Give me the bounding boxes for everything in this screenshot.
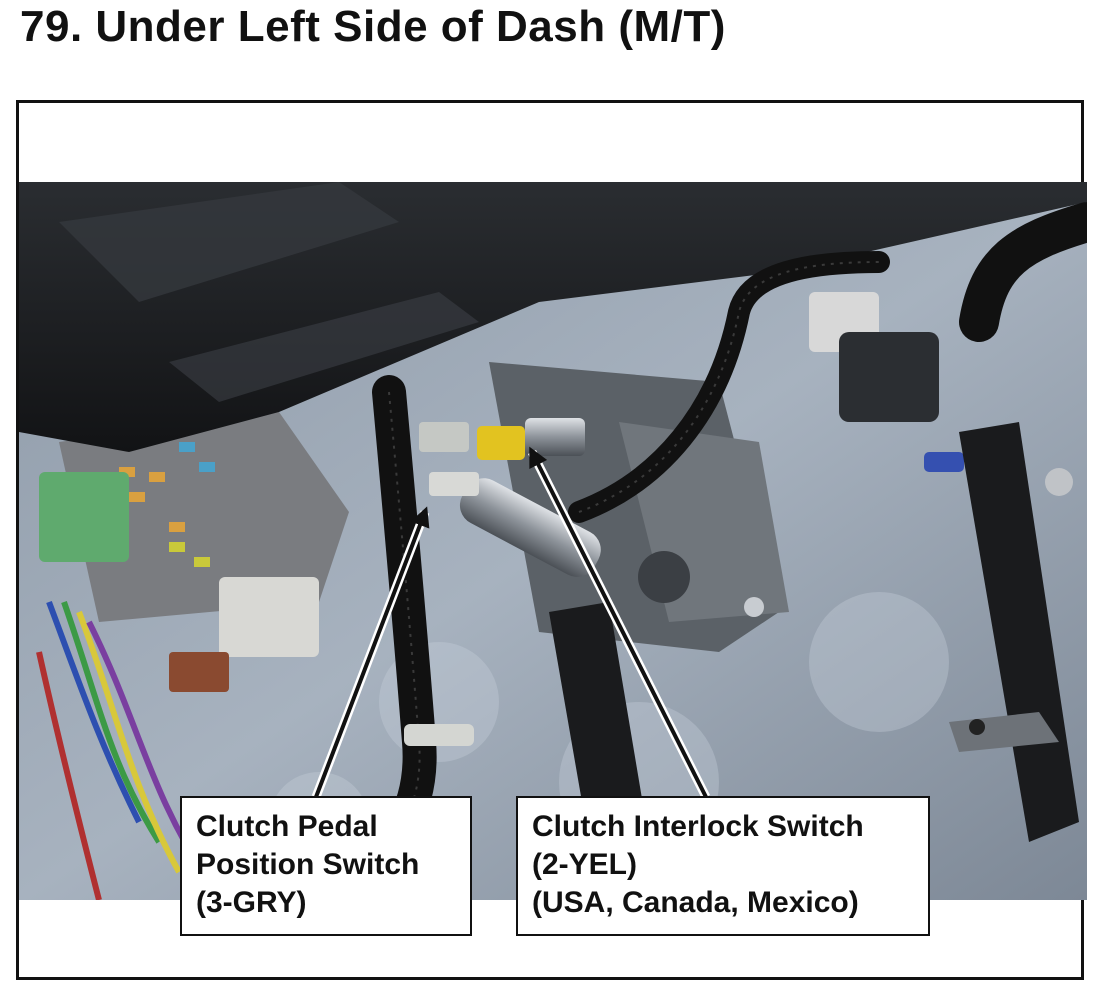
callout-clutch-interlock-switch: Clutch Interlock Switch (2-YEL) (USA, Ca…: [516, 796, 930, 936]
callout-line: Clutch Interlock Switch: [532, 810, 864, 843]
callout-line: (3-GRY): [196, 886, 307, 919]
dash-photo: [19, 182, 1087, 900]
callout-line: Position Switch: [196, 848, 420, 881]
callout-line: (2-YEL): [532, 848, 637, 881]
callout-line: Clutch Pedal: [196, 810, 378, 843]
callout-line: (USA, Canada, Mexico): [532, 886, 859, 919]
page-title: 79. Under Left Side of Dash (M/T): [20, 2, 726, 51]
callout-clutch-pedal-position-switch: Clutch Pedal Position Switch (3-GRY): [180, 796, 472, 936]
